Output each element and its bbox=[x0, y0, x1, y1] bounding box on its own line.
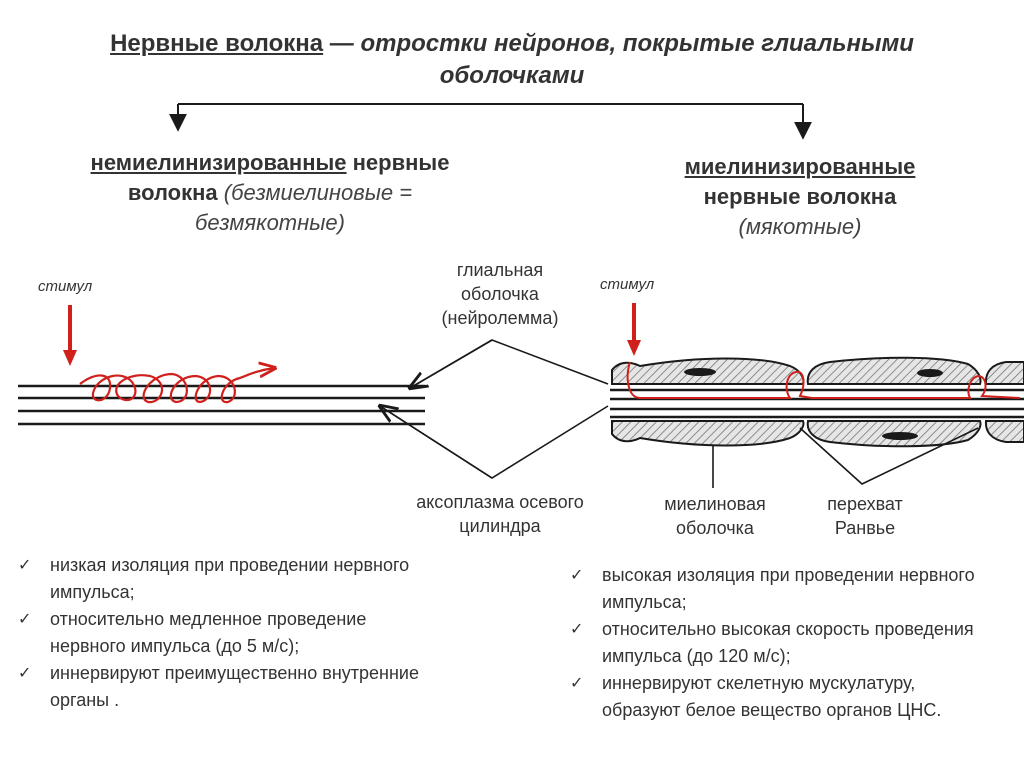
list-item: ✓ иннервируют преимущественно внутренние … bbox=[18, 660, 438, 714]
myelin-sheath-label-2: оболочка bbox=[676, 518, 754, 538]
left-impulse-path bbox=[79, 368, 275, 404]
left-heading-underlined: немиелинизированные bbox=[90, 150, 347, 175]
check-icon: ✓ bbox=[18, 611, 32, 628]
check-icon: ✓ bbox=[18, 557, 32, 574]
right-heading: миелинизированные нервные волокна (мякот… bbox=[620, 152, 980, 242]
list-item: ✓ иннервируют скелетную мускулатуру, обра… bbox=[570, 670, 990, 724]
axoplasm-label: аксоплазма осевого цилиндра bbox=[385, 490, 615, 538]
right-properties-list: ✓ высокая изоляция при проведении нервног… bbox=[570, 562, 990, 724]
axoplasm-label-1: аксоплазма осевого bbox=[416, 492, 584, 512]
unmyelinated-fiber bbox=[18, 384, 425, 426]
right-impulse-path bbox=[626, 361, 1021, 399]
list-item-text: относительно медленное проведение нервно… bbox=[50, 609, 367, 656]
left-heading-line2: волокна bbox=[127, 180, 218, 205]
list-item-text: иннервируют скелетную мускулатуру, образ… bbox=[602, 673, 942, 720]
left-stimulus-label: стимул bbox=[38, 278, 93, 295]
right-stimulus-label: стимул bbox=[600, 276, 655, 293]
left-stimulus-arrow bbox=[63, 305, 77, 366]
right-stimulus-arrow bbox=[627, 303, 641, 356]
title-definition-2: оболочками bbox=[439, 62, 585, 89]
title-dash: — bbox=[323, 30, 361, 57]
ranvier-node-label-2: Ранвье bbox=[834, 518, 896, 538]
glial-sheath-label-2: оболочка bbox=[461, 284, 539, 304]
list-item: ✓ относительно медленное проведение нервн… bbox=[18, 606, 438, 660]
list-item-text: низкая изоляция при проведении нервного … bbox=[50, 555, 410, 602]
left-heading-paren2: безмякотные) bbox=[195, 210, 345, 235]
list-item: ✓ низкая изоляция при проведении нервного… bbox=[18, 552, 438, 606]
check-icon: ✓ bbox=[570, 567, 584, 584]
myelin-sheath-label-1: миелиновая bbox=[664, 494, 766, 514]
title-definition-1: отростки нейронов, покрытые глиальными bbox=[360, 30, 914, 57]
left-properties-list: ✓ низкая изоляция при проведении нервного… bbox=[18, 552, 438, 714]
myelinated-fiber bbox=[610, 356, 1024, 448]
list-item: ✓ высокая изоляция при проведении нервног… bbox=[570, 562, 990, 616]
glial-sheath-label-1: глиальная bbox=[456, 260, 544, 280]
title-term: Нервные волокна bbox=[110, 30, 324, 57]
check-icon: ✓ bbox=[18, 665, 32, 682]
check-icon: ✓ bbox=[570, 675, 584, 692]
page-title: Нервные волокна — отростки нейронов, пок… bbox=[0, 28, 1024, 92]
check-icon: ✓ bbox=[570, 621, 584, 638]
ranvier-node-label-1: перехват bbox=[827, 494, 903, 514]
pointer-lines bbox=[380, 339, 979, 488]
ranvier-node-label: перехват Ранвье bbox=[810, 492, 920, 540]
right-heading-underlined: миелинизированные bbox=[684, 154, 916, 179]
list-item-text: иннервируют преимущественно внутренние о… bbox=[50, 663, 419, 710]
myelin-sheath-label: миелиновая оболочка bbox=[640, 492, 790, 540]
right-heading-paren: (мякотные) bbox=[738, 214, 862, 239]
list-item-text: относительно высокая скорость проведения… bbox=[602, 619, 974, 666]
right-heading-line2: нервные волокна bbox=[703, 184, 897, 209]
split-connector bbox=[169, 103, 812, 140]
left-heading-paren1: (безмиелиновые = bbox=[217, 180, 413, 205]
glial-sheath-label: глиальная оболочка (нейролемма) bbox=[400, 258, 600, 330]
list-item: ✓ относительно высокая скорость проведени… bbox=[570, 616, 990, 670]
glial-sheath-label-3: (нейролемма) bbox=[441, 308, 559, 328]
left-heading-rest: нервные bbox=[346, 150, 450, 175]
left-heading: немиелинизированные нервные волокна (без… bbox=[20, 148, 520, 238]
list-item-text: высокая изоляция при проведении нервного… bbox=[602, 565, 975, 612]
axoplasm-label-2: цилиндра bbox=[459, 516, 541, 536]
